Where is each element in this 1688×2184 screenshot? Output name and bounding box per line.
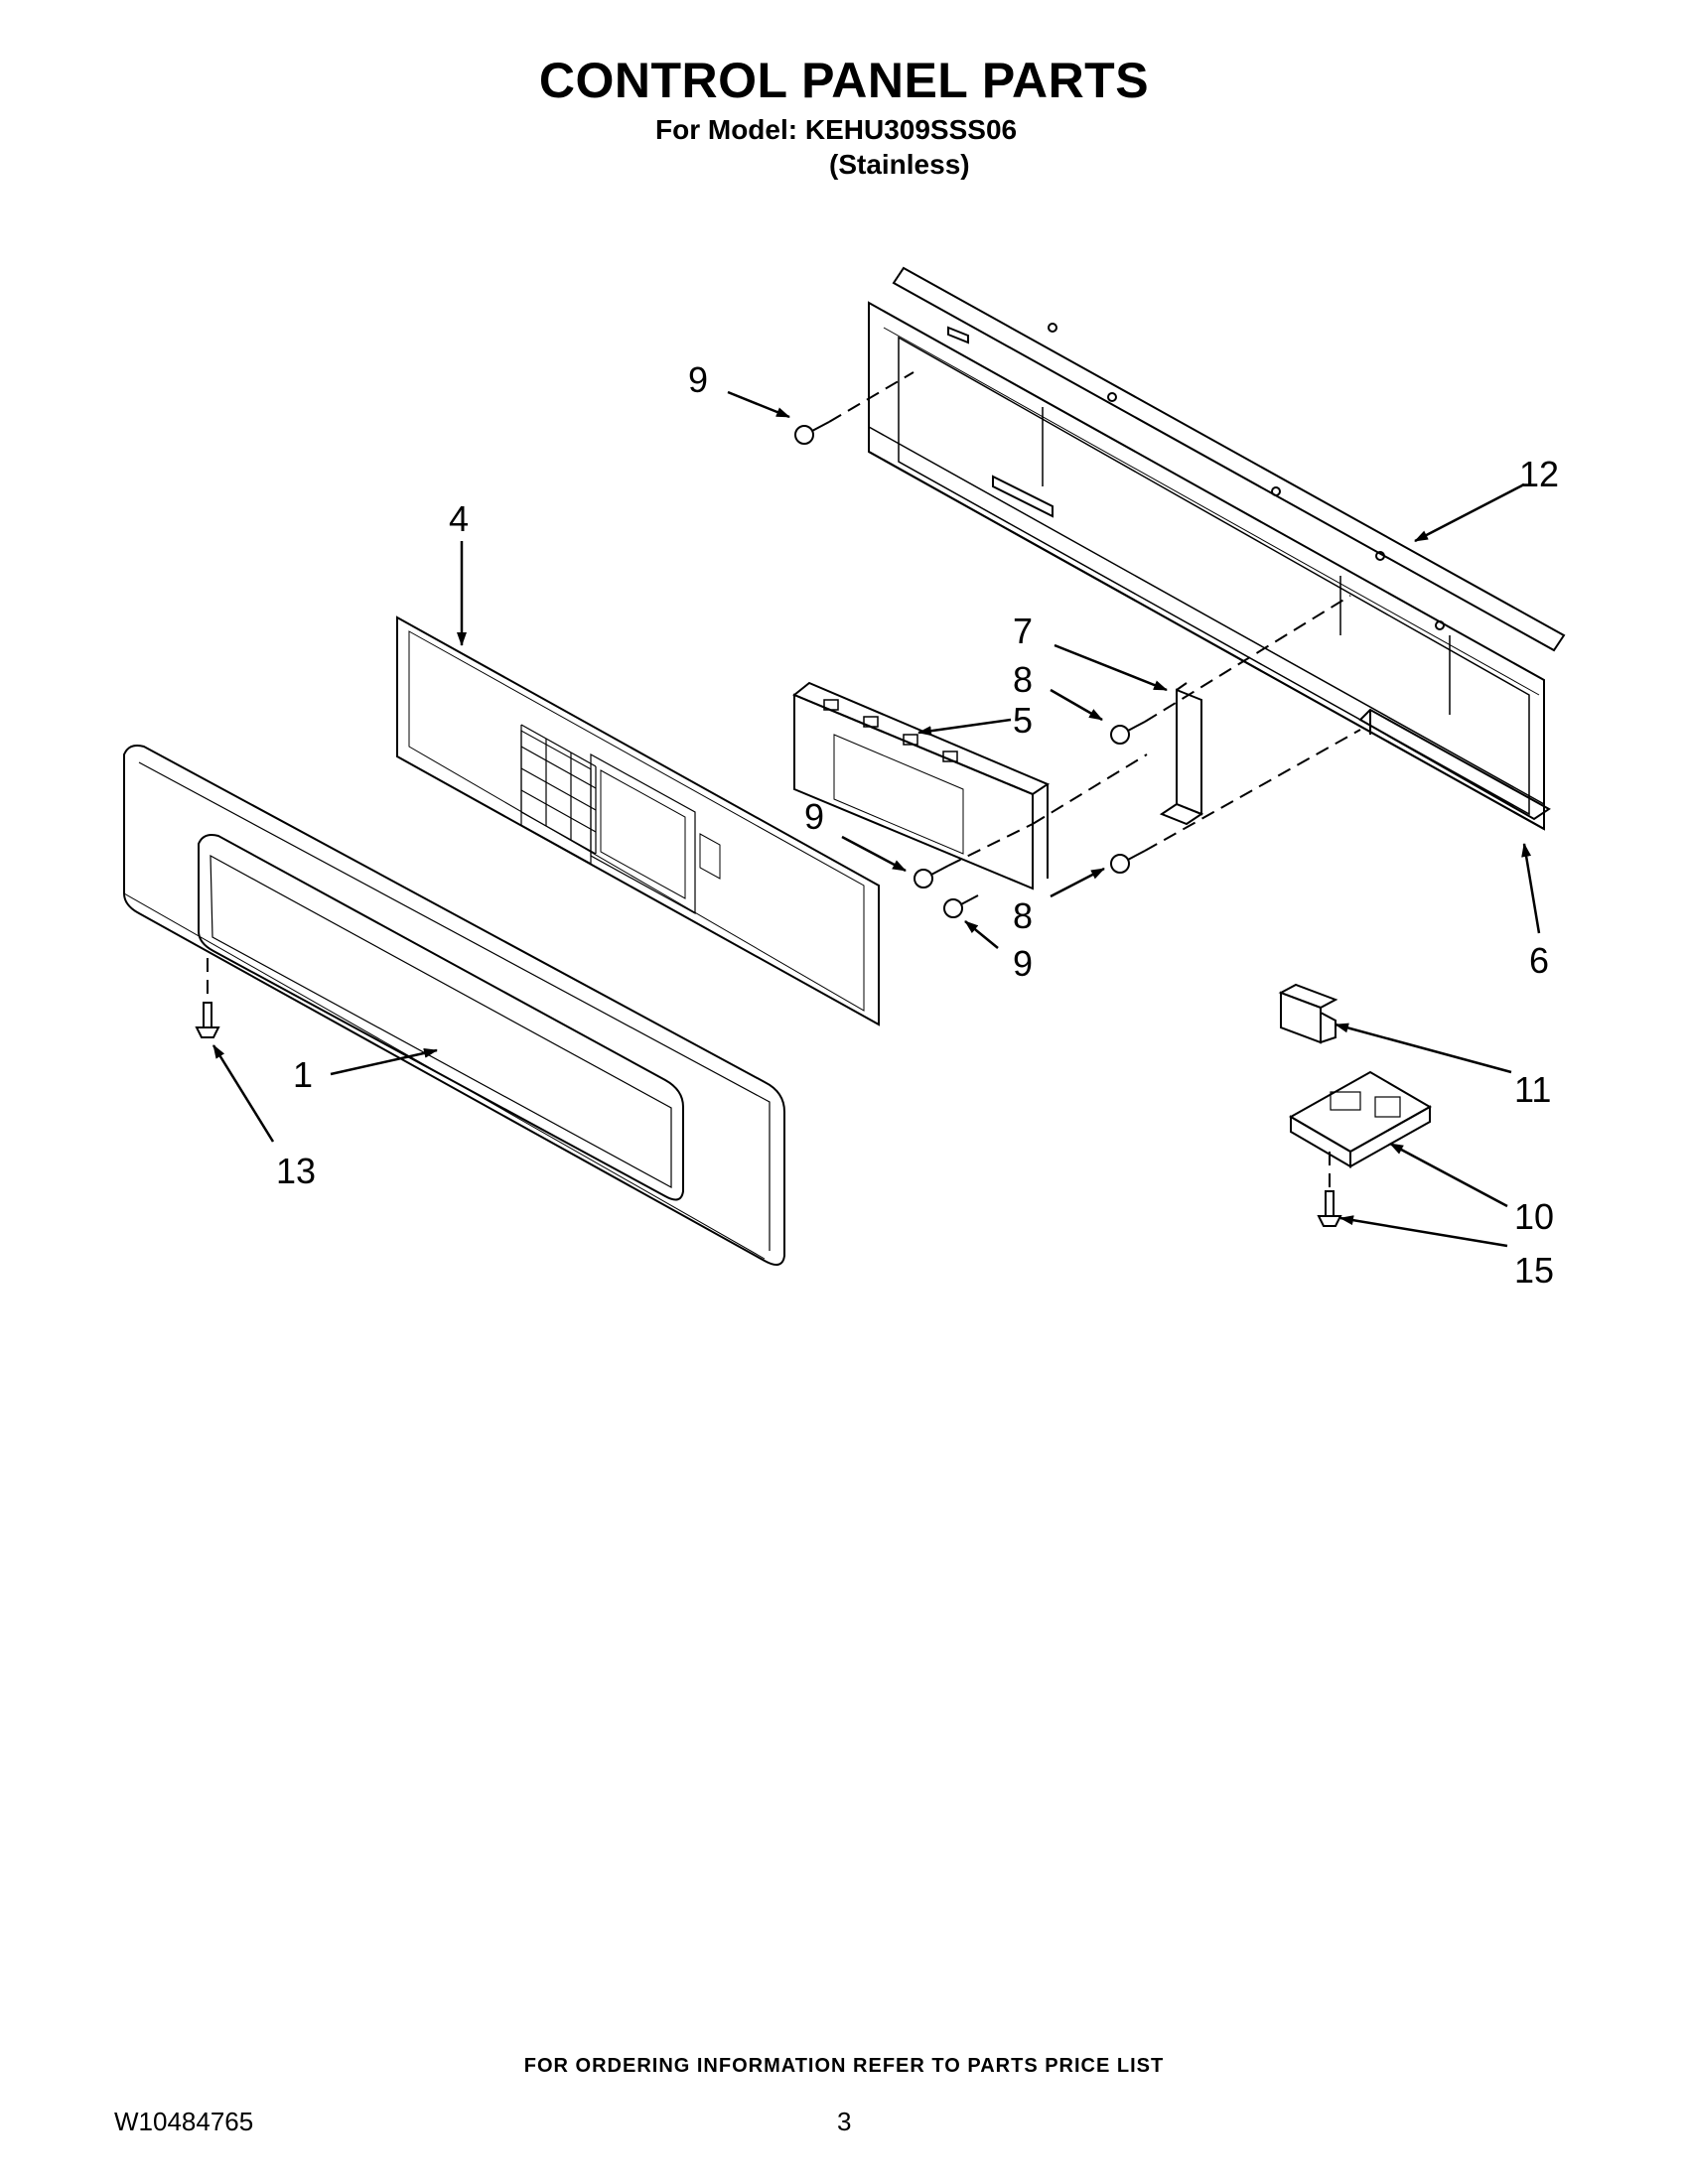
- document-number: W10484765: [114, 2107, 254, 2136]
- callout-8-lower: 8: [1013, 895, 1033, 936]
- screw-8-lower: [1110, 850, 1146, 874]
- part-7-bracket: [1159, 682, 1204, 826]
- ordering-note: FOR ORDERING INFORMATION REFER TO PARTS …: [523, 2055, 1165, 2077]
- callout-13: 13: [276, 1151, 316, 1191]
- part-11-switch: [1278, 983, 1338, 1044]
- callout-9-top: 9: [688, 359, 708, 400]
- callout-15: 15: [1514, 1250, 1554, 1291]
- callout-7: 7: [1013, 611, 1033, 651]
- callout-11: 11: [1514, 1069, 1551, 1110]
- callout-8-upper: 8: [1013, 659, 1033, 700]
- callout-4: 4: [449, 498, 469, 539]
- callout-6: 6: [1529, 940, 1549, 981]
- model-line: For Model: KEHU309SSS06: [655, 114, 1018, 145]
- part-6-lower-bracket: [1358, 708, 1551, 821]
- callout-5: 5: [1013, 700, 1033, 741]
- callout-9-low: 9: [1013, 943, 1033, 984]
- overlay-keypad: [520, 724, 597, 855]
- screw-15: [1317, 1190, 1342, 1227]
- part-5-control-board: [792, 681, 1051, 890]
- page-number: 3: [837, 2107, 852, 2136]
- screw-8-upper: [1110, 721, 1146, 745]
- part-1-control-panel: [123, 745, 785, 1266]
- color-line: (Stainless): [829, 149, 970, 180]
- part-4-overlay: [396, 615, 880, 1026]
- alignment-lines: [207, 371, 1361, 1191]
- callout-9-mid: 9: [804, 796, 824, 837]
- screw-9-mid: [914, 865, 949, 888]
- callout-1: 1: [293, 1054, 313, 1095]
- page-title: CONTROL PANEL PARTS: [538, 53, 1150, 108]
- callout-10: 10: [1514, 1196, 1554, 1237]
- screw-9-top: [794, 421, 830, 445]
- screw-13: [195, 1002, 220, 1038]
- part-12-bracket-rail: [868, 266, 1566, 831]
- callout-12: 12: [1519, 454, 1559, 494]
- leader-arrows: [211, 390, 1541, 1248]
- part-10-relay-board: [1288, 1070, 1433, 1168]
- screw-9-low: [943, 894, 979, 918]
